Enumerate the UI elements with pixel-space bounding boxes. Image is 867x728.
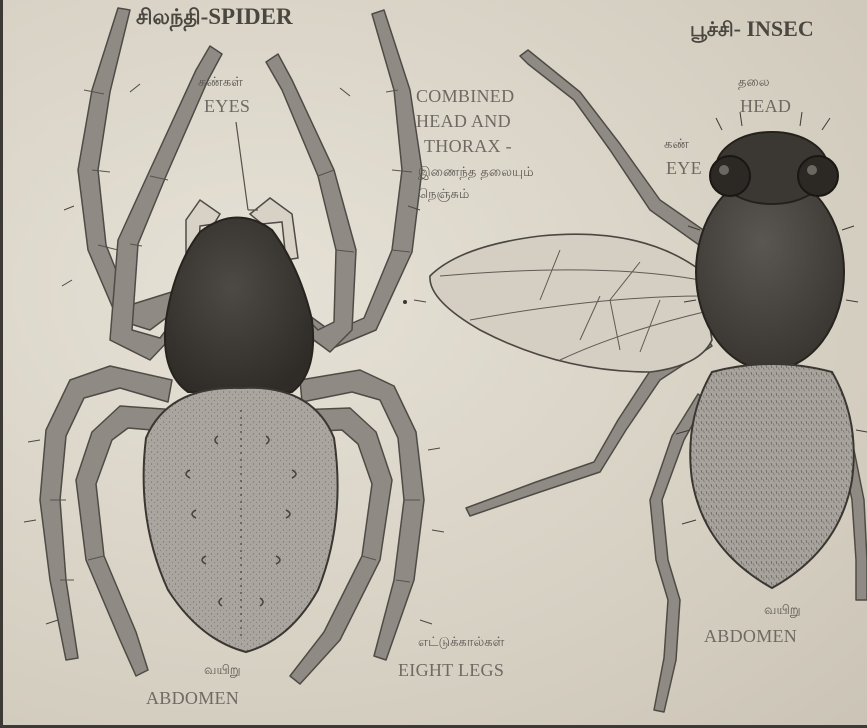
insect-head-label-tamil: தலை — [738, 76, 770, 91]
insect-title: பூச்சி- INSEC — [690, 16, 814, 44]
insect-eye-label-tamil: கண் — [664, 138, 689, 153]
legs-label-tamil: எட்டுக்கால்கள் — [418, 636, 504, 651]
spider-abdomen-label: ABDOMEN — [146, 688, 239, 709]
pointer-lines — [236, 122, 258, 210]
spider-title-tamil: சிலந்தி — [136, 5, 201, 29]
insect-head-label: HEAD — [740, 96, 791, 117]
cephalothorax-label-line3: THORAX - — [424, 136, 512, 157]
cephalothorax-label-tamil1: இணைந்த தலையும் — [418, 166, 534, 181]
spider-title: சிலந்தி-SPIDER — [136, 4, 293, 32]
spider-title-english: -SPIDER — [201, 4, 293, 29]
cephalothorax-label-line1: COMBINED — [416, 86, 514, 107]
spider-eyes-label: EYES — [204, 96, 250, 117]
insect-abdomen-label-tamil: வயிறு — [764, 604, 801, 619]
insect-compound-eye — [798, 156, 838, 196]
insect-compound-eye — [710, 156, 750, 196]
spider-abdomen — [144, 388, 338, 652]
spider-abdomen-label-tamil: வயிறு — [204, 664, 241, 679]
spider-eyes-label-tamil: கண்கள் — [198, 76, 243, 91]
insect-eye-label: EYE — [666, 158, 702, 179]
legs-label: EIGHT LEGS — [398, 660, 504, 681]
insect-title-english: - INSEC — [734, 16, 814, 41]
insect-title-tamil: பூச்சி — [690, 17, 734, 41]
insect-wing — [430, 234, 712, 372]
cephalothorax-label-tamil2: நெஞ்சும் — [418, 188, 469, 203]
cephalothorax-label-line2: HEAD AND — [416, 111, 511, 132]
insect-abdomen-label: ABDOMEN — [704, 626, 797, 647]
insect-abdomen — [690, 364, 854, 588]
